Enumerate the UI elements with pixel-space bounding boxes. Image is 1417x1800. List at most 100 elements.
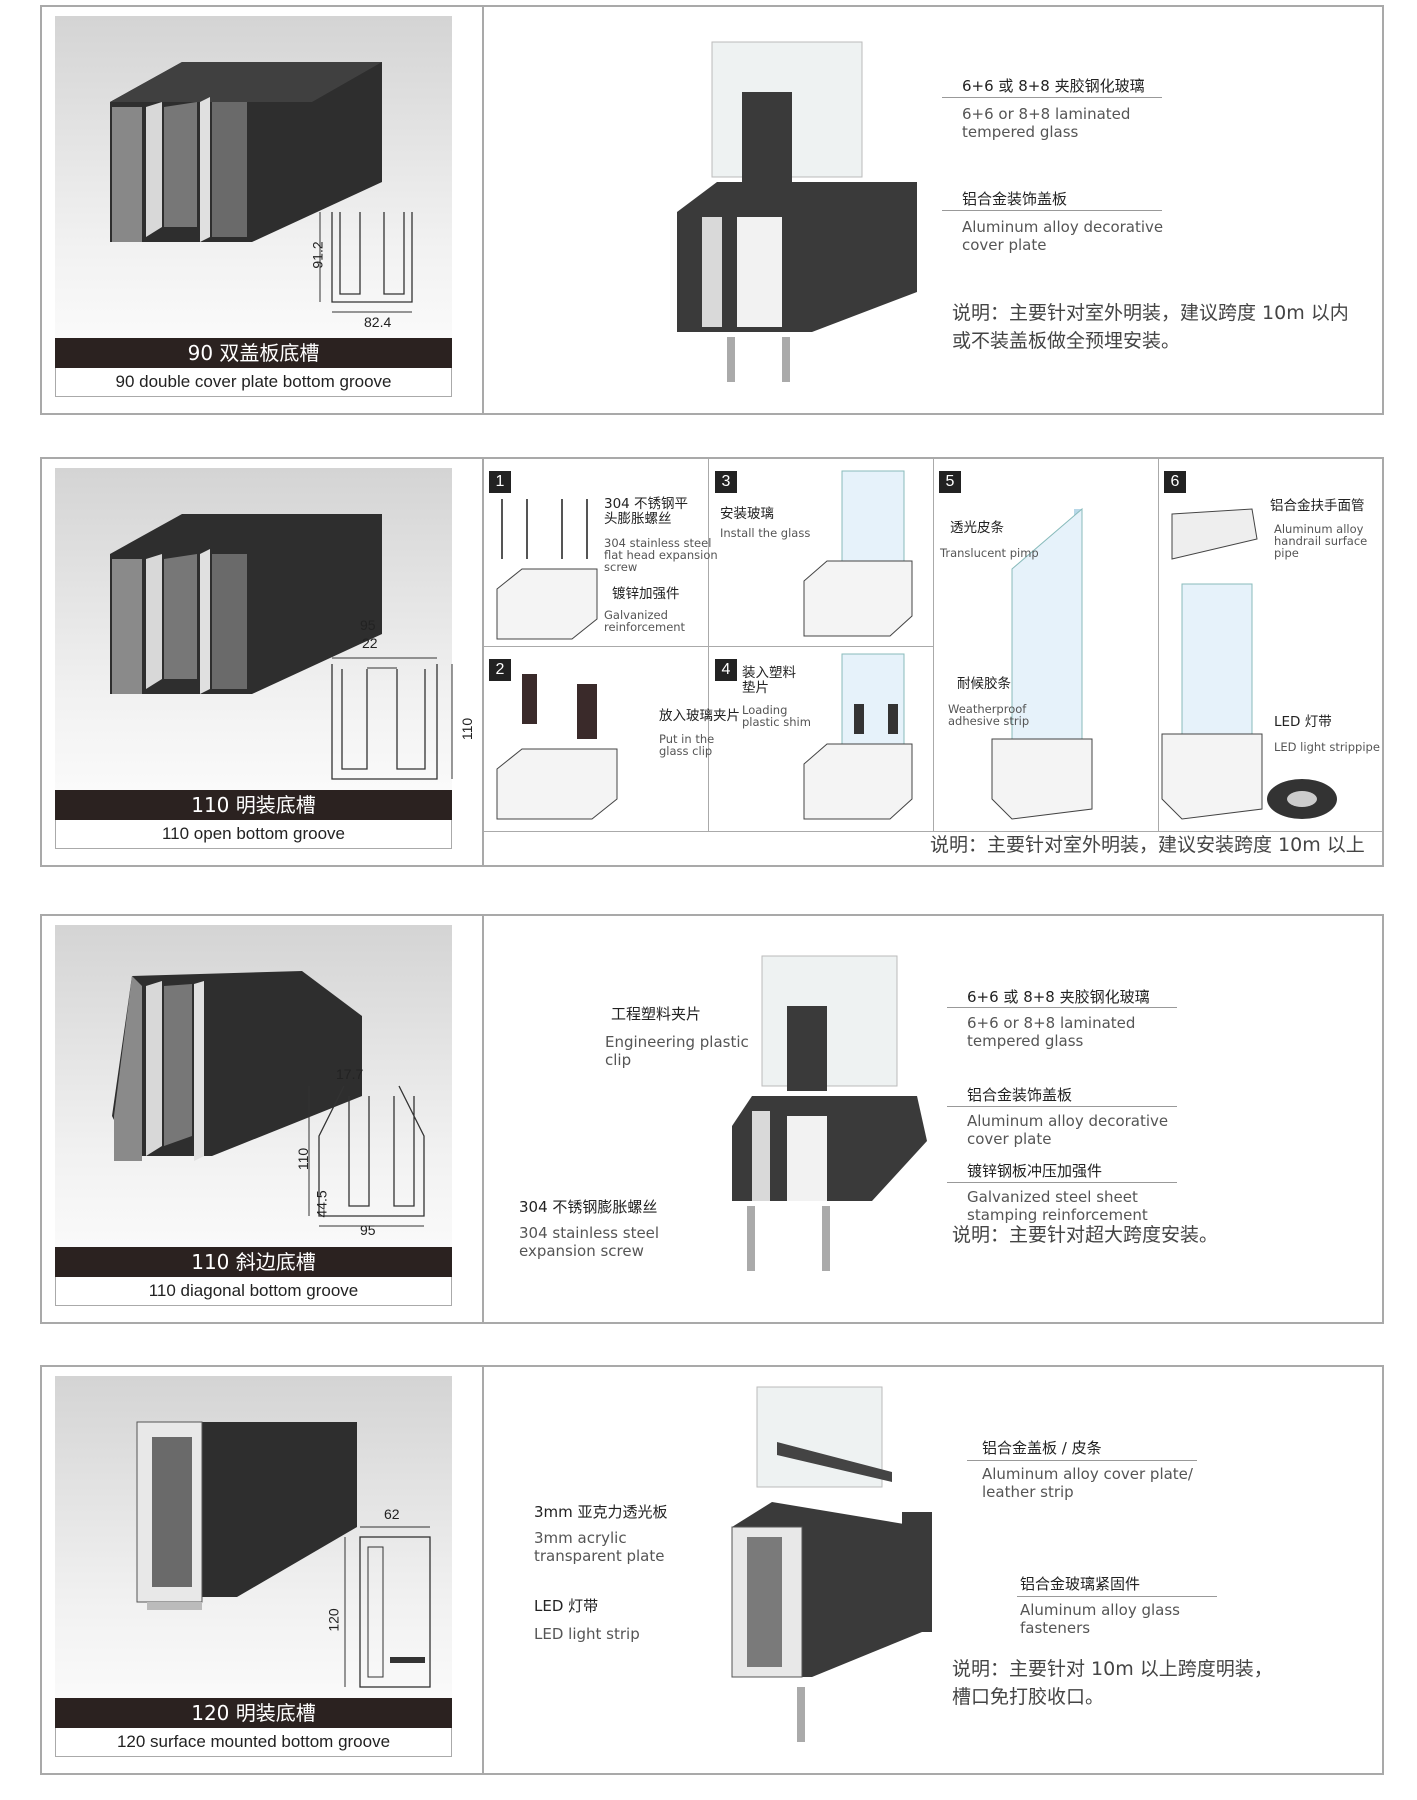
label-plastic-clip-en: Engineering plastic clip bbox=[605, 1033, 749, 1069]
groove-render bbox=[112, 971, 362, 1161]
caption-zh: 120 明装底槽 bbox=[55, 1698, 452, 1728]
section-90-double-cover: 91.2 82.4 90 双盖板底槽 90 double cover plate… bbox=[40, 5, 1384, 415]
label-cover-en: Aluminum alloy decorative cover plate bbox=[962, 218, 1164, 254]
step4-illustration bbox=[803, 653, 913, 820]
label-weather-en: Weatherproof adhesive strip bbox=[948, 702, 1030, 728]
label-stamping-zh: 镀锌钢板冲压加强件 bbox=[967, 1162, 1103, 1180]
caption-en: 90 double cover plate bottom groove bbox=[55, 368, 452, 397]
label-led-zh: LED 灯带 bbox=[534, 1597, 599, 1615]
step6-illustration bbox=[1161, 508, 1337, 820]
label-screw-zh: 304 不锈钢膨胀螺丝 bbox=[519, 1198, 658, 1216]
dim-height: 110 bbox=[459, 717, 476, 741]
groove-render bbox=[110, 514, 382, 694]
step-number: 6 bbox=[1164, 471, 1186, 493]
leader-line bbox=[947, 1182, 1177, 1183]
label-cover-zh: 铝合金装饰盖板 bbox=[967, 1086, 1073, 1104]
label-install-en: Install the glass bbox=[720, 526, 811, 540]
step-number: 3 bbox=[715, 471, 737, 493]
grid-line bbox=[933, 459, 934, 831]
step5-illustration bbox=[991, 507, 1093, 820]
dim-height: 110 bbox=[295, 1147, 312, 1171]
label-weather-zh: 耐候胶条 bbox=[957, 676, 1011, 692]
label-fastener-en: Aluminum alloy glass fasteners bbox=[1020, 1601, 1180, 1637]
section-divider bbox=[482, 1367, 484, 1773]
caption-zh: 90 双盖板底槽 bbox=[55, 338, 452, 368]
grid-line bbox=[1158, 459, 1159, 831]
dim-height: 120 bbox=[325, 1608, 342, 1632]
label-screw-en: 304 stainless steel expansion screw bbox=[519, 1224, 660, 1260]
label-clip-en: Put in the glass clip bbox=[659, 732, 715, 758]
dim-top: 17.7 bbox=[336, 1066, 364, 1082]
groove-render bbox=[110, 62, 382, 242]
label-glass-en: 6+6 or 8+8 laminated tempered glass bbox=[967, 1014, 1136, 1050]
dim-inner: 22 bbox=[362, 635, 378, 651]
leader-line bbox=[942, 97, 1162, 98]
section-divider bbox=[482, 459, 484, 865]
label-cover-strip-zh: 铝合金盖板 / 皮条 bbox=[982, 1439, 1102, 1457]
section-110-diagonal: 17.7 110 44.5 95 110 斜边底槽 110 diagonal b… bbox=[40, 914, 1384, 1324]
grid-line bbox=[484, 646, 933, 647]
leader-line bbox=[947, 1106, 1177, 1107]
section-120-surface: 62 120 120 明装底槽 120 surface mounted bott… bbox=[40, 1365, 1384, 1775]
label-cover-strip-en: Aluminum alloy cover plate/ leather stri… bbox=[982, 1465, 1193, 1501]
dim-height: 91.2 bbox=[309, 241, 326, 269]
label-cover-zh: 铝合金装饰盖板 bbox=[962, 190, 1068, 208]
grid-line bbox=[708, 459, 709, 831]
step-number: 2 bbox=[489, 659, 511, 681]
note-text: 说明：主要针对室外明装，建议安装跨度 10m 以上 bbox=[930, 834, 1365, 856]
label-fastener-zh: 铝合金玻璃紧固件 bbox=[1020, 1575, 1141, 1593]
section-110-open: 95 22 110 110 明装底槽 110 open bottom groov… bbox=[40, 457, 1384, 867]
caption-zh: 110 斜边底槽 bbox=[55, 1247, 452, 1277]
dim-width: 95 bbox=[360, 1222, 376, 1238]
label-install-zh: 安装玻璃 bbox=[720, 506, 774, 522]
caption-zh: 110 明装底槽 bbox=[55, 790, 452, 820]
label-shim-zh: 装入塑料 垫片 bbox=[742, 665, 796, 696]
cross-section-drawing bbox=[331, 657, 453, 780]
cross-section-drawing bbox=[344, 1526, 431, 1688]
label-reinforcement-zh: 镀锌加强件 bbox=[612, 586, 680, 602]
assembly-illustration bbox=[677, 41, 917, 382]
label-cover-en: Aluminum alloy decorative cover plate bbox=[967, 1112, 1169, 1148]
caption-en: 110 open bottom groove bbox=[55, 820, 452, 849]
dim-width: 82.4 bbox=[364, 314, 392, 330]
leader-line bbox=[942, 210, 1162, 211]
label-glass-en: 6+6 or 8+8 laminated tempered glass bbox=[962, 105, 1131, 141]
step1-illustration bbox=[496, 499, 598, 640]
label-screw-en: 304 stainless steel flat head expansion … bbox=[604, 536, 718, 574]
label-stamping-en: Galvanized steel sheet stamping reinforc… bbox=[967, 1188, 1148, 1224]
step-number: 5 bbox=[939, 471, 961, 493]
dim-inner: 44.5 bbox=[313, 1190, 330, 1218]
label-handrail-zh: 铝合金扶手面管 bbox=[1270, 498, 1365, 514]
grid-line bbox=[484, 831, 1384, 832]
cross-section-drawing bbox=[308, 1085, 425, 1227]
dim-width: 95 bbox=[360, 617, 376, 633]
label-acrylic-en: 3mm acrylic transparent plate bbox=[534, 1529, 665, 1565]
section-divider bbox=[482, 916, 484, 1322]
note-text: 说明：主要针对 10m 以上跨度明装， 槽口免打胶收口。 bbox=[952, 1658, 1273, 1708]
label-reinforcement-en: Galvanized reinforcement bbox=[604, 608, 686, 634]
step-number: 4 bbox=[715, 659, 737, 681]
groove-render bbox=[136, 1421, 357, 1610]
label-shim-en: Loading plastic shim bbox=[742, 703, 811, 729]
label-led-zh: LED 灯带 bbox=[1274, 714, 1332, 730]
caption-en: 110 diagonal bottom groove bbox=[55, 1277, 452, 1306]
cross-section-drawing bbox=[319, 212, 413, 313]
leader-line bbox=[1017, 1596, 1217, 1597]
label-handrail-en: Aluminum alloy handrail surface pipe bbox=[1274, 522, 1368, 560]
label-led-en: LED light strip bbox=[534, 1625, 640, 1643]
step2-illustration bbox=[496, 674, 618, 820]
leader-line bbox=[967, 1460, 1197, 1461]
label-acrylic-zh: 3mm 亚克力透光板 bbox=[534, 1503, 668, 1521]
label-plastic-clip-zh: 工程塑料夹片 bbox=[611, 1005, 702, 1023]
leader-line bbox=[947, 1007, 1177, 1008]
assembly-illustration bbox=[732, 955, 927, 1271]
note-text: 说明：主要针对室外明装，建议跨度 10m 以内 或不装盖板做全预埋安装。 bbox=[952, 302, 1349, 352]
step-number: 1 bbox=[489, 471, 511, 493]
assembly-illustration bbox=[731, 1386, 932, 1742]
label-screw-zh: 304 不锈钢平 头膨胀螺丝 bbox=[604, 496, 689, 527]
note-text: 说明：主要针对超大跨度安装。 bbox=[952, 1224, 1219, 1246]
label-translucent-zh: 透光皮条 bbox=[950, 520, 1004, 536]
label-glass-zh: 6+6 或 8+8 夹胶钢化玻璃 bbox=[962, 77, 1145, 95]
caption-en: 120 surface mounted bottom groove bbox=[55, 1728, 452, 1757]
dim-width: 62 bbox=[384, 1506, 400, 1522]
